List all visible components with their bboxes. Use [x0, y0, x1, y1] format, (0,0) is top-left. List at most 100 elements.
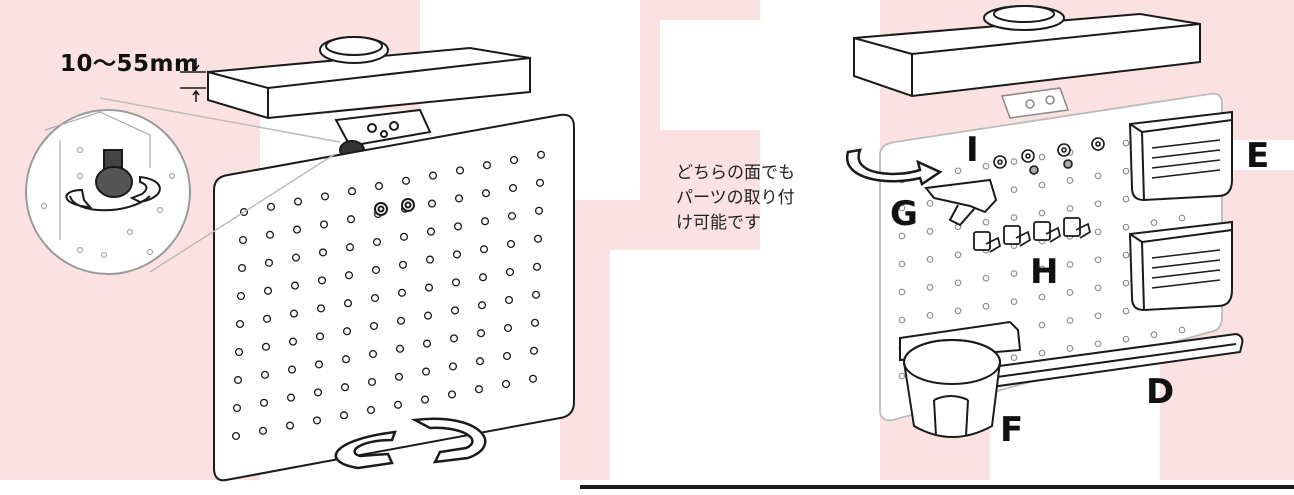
label-i: I [966, 130, 979, 170]
peg-hole [236, 291, 246, 301]
peg-hole [428, 171, 438, 180]
peg-hole [503, 323, 513, 333]
peg-hole [982, 302, 990, 310]
peg-hole [260, 370, 270, 379]
peg-hole [476, 329, 486, 338]
peg-hole [235, 319, 245, 329]
peg-hole [505, 267, 515, 277]
peg-hole [1178, 326, 1186, 334]
peg-hole [239, 207, 249, 217]
zoom-detail [25, 97, 341, 275]
peg-hole [453, 222, 463, 231]
part-g-hanger [924, 178, 998, 227]
peg-hole [475, 357, 485, 366]
mount-bolts [374, 198, 415, 216]
peg-hole [451, 278, 461, 287]
peg-hole [1094, 256, 1102, 264]
peg-hole [474, 385, 484, 394]
peg-hole [1150, 219, 1158, 226]
peg-hole [1010, 158, 1018, 165]
peg-hole [420, 395, 430, 404]
peg-hole [898, 372, 906, 380]
peg-hole [261, 342, 271, 351]
peg-hole [259, 398, 269, 407]
peg-hole [263, 286, 273, 295]
peg-hole [287, 365, 297, 374]
peg-hole [340, 383, 350, 392]
peg-hole [347, 187, 357, 196]
clamp-top-pad [319, 36, 389, 64]
peg-hole [926, 256, 934, 263]
peg-hole [1010, 298, 1018, 305]
peg-hole [367, 377, 377, 387]
peg-hole [374, 181, 384, 191]
peg-hole [231, 431, 241, 441]
peg-hole [532, 262, 542, 271]
peg-hole [401, 176, 411, 185]
peg-hole [395, 344, 405, 353]
peg-hole [954, 279, 962, 287]
peg-hole [507, 211, 517, 221]
peg-hole [314, 360, 324, 369]
peg-hole [1122, 307, 1130, 315]
peg-hole [426, 227, 436, 236]
peg-hole [535, 178, 545, 187]
peg-hole [262, 314, 272, 323]
peg-hole [423, 311, 433, 320]
peg-hole [448, 362, 458, 371]
peg-hole [293, 197, 303, 206]
peg-hole [238, 235, 248, 245]
peg-hole [285, 421, 295, 430]
peg-hole [1122, 167, 1130, 175]
peg-hole [1038, 265, 1046, 273]
peg-hole [1094, 340, 1102, 348]
peg-hole [1122, 223, 1130, 231]
peg-hole [315, 332, 325, 341]
peg-hole [478, 273, 488, 282]
peg-hole [926, 284, 934, 291]
peg-hole [449, 334, 459, 343]
peg-hole [898, 204, 906, 212]
peg-hole [509, 155, 519, 165]
peg-hole [1122, 335, 1130, 343]
pegboard-left-holes [231, 150, 546, 441]
peg-hole [1038, 349, 1046, 357]
usage-note-line-3: け可能です [676, 213, 761, 233]
arrow-up-icon [192, 89, 200, 102]
peg-hole [1150, 331, 1158, 338]
peg-hole [316, 304, 326, 313]
peg-hole [898, 316, 906, 324]
peg-hole [1038, 181, 1046, 189]
peg-hole [508, 183, 518, 193]
peg-hole [454, 194, 464, 203]
peg-hole [1038, 293, 1046, 301]
peg-hole [368, 349, 378, 359]
peg-hole [1038, 321, 1046, 329]
peg-hole [264, 258, 274, 267]
peg-hole [345, 243, 355, 252]
peg-hole [342, 327, 352, 336]
peg-hole [291, 253, 301, 262]
peg-hole [320, 192, 330, 201]
peg-hole [421, 367, 431, 376]
peg-hole [312, 416, 322, 425]
peg-hole [1122, 139, 1130, 147]
peg-hole [1122, 251, 1130, 259]
peg-hole [372, 237, 382, 247]
peg-hole [1094, 312, 1102, 320]
peg-hole [1010, 186, 1018, 193]
desk-board-right [853, 5, 1201, 98]
peg-hole [530, 318, 540, 327]
peg-hole [982, 218, 990, 226]
peg-hole [343, 299, 353, 308]
peg-hole [339, 411, 349, 420]
peg-hole [290, 281, 300, 290]
part-e-basket-lower [1128, 220, 1233, 312]
peg-hole [258, 426, 268, 435]
peg-hole [1038, 153, 1046, 161]
peg-hole [292, 225, 302, 234]
peg-hole [1038, 209, 1046, 217]
desk-board-left [207, 46, 531, 120]
peg-hole [399, 232, 409, 241]
rotate-arrows-icon [334, 417, 487, 470]
